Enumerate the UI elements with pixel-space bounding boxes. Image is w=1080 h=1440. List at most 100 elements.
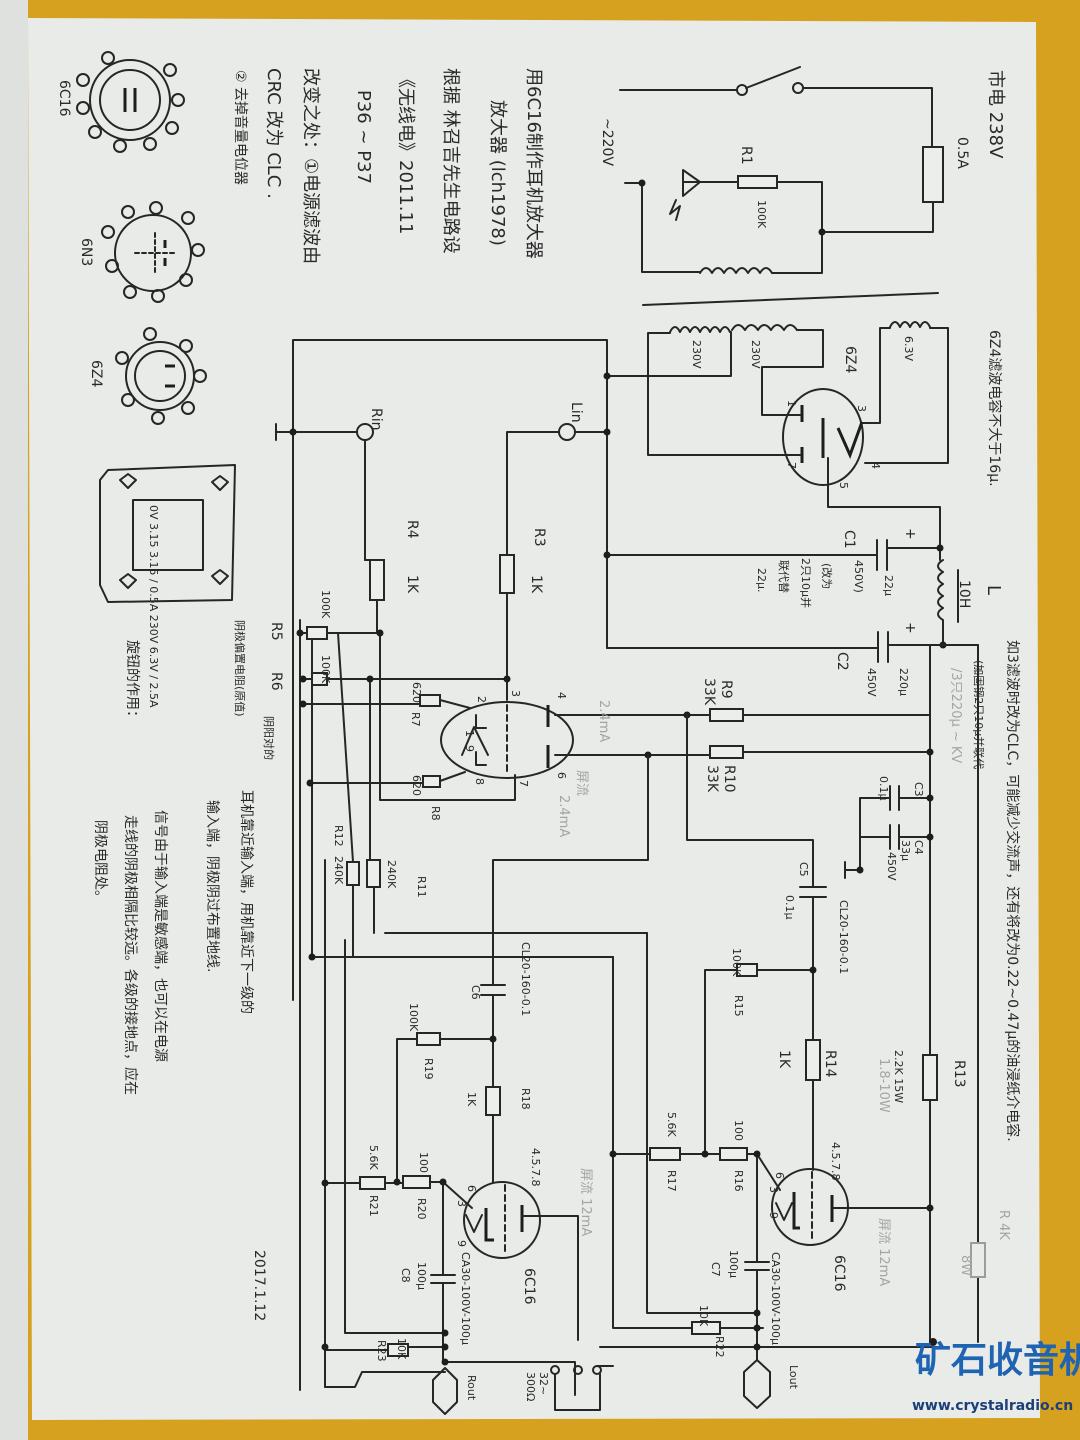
left-tube-pins: 4.5.7.8 [529, 1148, 542, 1186]
mains-circuit [619, 66, 944, 306]
left-tube-pin: 9 [455, 1240, 468, 1247]
capacitor-c2 [606, 631, 979, 1343]
c2-value: 220μ [897, 668, 910, 696]
tube-6c16-left [463, 1181, 541, 1259]
right-tube-label: 6C16 [831, 1255, 847, 1292]
tube1-current-2: 2.4mA [556, 795, 571, 837]
resistor-r6 [311, 672, 328, 686]
tube-socket-6z4-icon [115, 327, 207, 425]
c5-value: 0.1μ [783, 895, 796, 920]
note-line-5: P36 ~ P37 [353, 90, 374, 184]
tube1-pin: 7 [517, 780, 530, 787]
resistor-r22 [691, 1321, 721, 1335]
c2-voltage: 450V [865, 668, 878, 697]
r13-pencil: 1.8-10W [876, 1058, 891, 1113]
ac-input-label: ~220V [599, 118, 615, 166]
pin-label: 3 [855, 405, 868, 412]
c2-plus: + [902, 622, 918, 634]
tube-6n3 [440, 701, 574, 779]
resistor-r16 [719, 1147, 748, 1161]
note-line-4: 《无线电》2011.11 [395, 70, 416, 234]
resistor-r8 [422, 775, 441, 788]
right-output-stage [599, 714, 938, 1409]
headphone-jack-icon [554, 1365, 614, 1411]
mains-voltage-label: 市电 238V [985, 70, 1006, 159]
r13-label: R13 [951, 1060, 967, 1088]
r6-value: 100K [319, 655, 332, 684]
r14-label: R14 [822, 1050, 838, 1078]
r4-label: R4 [404, 520, 420, 539]
r15-label: R15 [732, 995, 745, 1017]
cathode-note-top: 阴阳对的 [262, 716, 276, 760]
left-tube-label: 6C16 [521, 1268, 537, 1305]
fuse-label: 0.5A [954, 137, 970, 169]
rectifier-tube-6z4 [782, 388, 864, 486]
tube1-pin: 9 [463, 745, 476, 752]
bottom-note-4: 信号由于输入端是敏感端，也可以在电源 [152, 810, 169, 1062]
r15-value: 100K [730, 948, 743, 977]
r17-label: R17 [665, 1170, 678, 1192]
c8-label: C8 [399, 1268, 412, 1283]
r17-value: 5.6K [665, 1112, 678, 1137]
resistor-r23 [387, 1343, 409, 1357]
resistor-r15 [736, 963, 758, 977]
r22-label: R22 [713, 1336, 726, 1358]
resistor-r20 [402, 1175, 431, 1189]
resistor-r19 [416, 1032, 441, 1046]
tube1-pin: 4 [555, 692, 568, 699]
r1-value: 100K [755, 200, 768, 229]
tube1-current: 2.4mA [596, 700, 611, 742]
right-tube-current: 屏流 12mA [876, 1218, 891, 1286]
resistor-r1 [737, 175, 778, 189]
c1-label: C1 [841, 530, 857, 549]
pin-label: 4 [869, 462, 882, 469]
c3-label: C3 [912, 782, 925, 797]
rectifier-note: 6Z4滤波电容不大于16μ. [986, 330, 1003, 487]
tube1-pin: 2 [475, 696, 488, 703]
r11-label: R11 [415, 876, 428, 898]
filter-note-2: (加固钢2只10μ并联代 [972, 660, 986, 769]
filter-note: 如3滤波时改为CLC，可能减少交流声，还有将改为0.22~0.47μ的油浸纸介电… [1004, 640, 1021, 1142]
r5-value: 100K [319, 590, 332, 619]
c5-type: CL20-160-0.1 [837, 900, 850, 974]
left-tube-current: 屏流 12mA [578, 1168, 593, 1236]
pin-label: 5 [837, 482, 850, 489]
watermark-logo: 矿石收音机 [915, 1340, 1080, 1381]
section-divider [642, 292, 939, 306]
power-transformer-sketch-icon [99, 464, 236, 603]
bottom-note-6: 阴极电阻处。 [92, 820, 108, 904]
resistor-r12 [346, 861, 360, 886]
r1-label: R1 [738, 146, 754, 165]
bottom-note-1: 耳机靠近输入端，用机靠近下一级的 [238, 790, 254, 1014]
r16-label: R16 [732, 1170, 745, 1192]
transformer-primary-icon [669, 324, 798, 333]
rectifier-tube-label: 6Z4 [842, 346, 858, 373]
r20-value: 100 [417, 1152, 430, 1173]
r13-value: 2.2K 15W [892, 1050, 905, 1103]
resistor-r5 [306, 626, 328, 640]
r11-value: 240K [385, 860, 398, 889]
bottom-note-3: 旋钮的作用： [124, 640, 140, 724]
c4-label: C4 [912, 840, 925, 855]
r18-label: R18 [519, 1088, 532, 1110]
paper-edge-left [0, 0, 28, 1440]
pin-label: 1 [785, 400, 798, 407]
c7-type: CA30-100V-100μ [769, 1252, 782, 1345]
heater-voltage-label: 6.3V [902, 336, 915, 361]
left-tube-pin: 6 [465, 1185, 478, 1192]
transformer-label: 0V 3.15 3.15 / 0.5A 230V 6.3V / 2.5A [147, 505, 160, 708]
r22-value: 10K [697, 1305, 710, 1327]
r9-label: R9 [718, 680, 734, 699]
tube1-pin: 1 [463, 730, 476, 737]
r20-label: R20 [415, 1198, 428, 1220]
filter-note-pencil: /3只220μ ~ KV [948, 668, 963, 763]
r3-value: 1K [528, 575, 544, 594]
r3-label: R3 [531, 528, 547, 547]
socket-label-6n3: 6N3 [78, 238, 94, 266]
right-tube-pin: 6 [773, 1172, 786, 1179]
tube-socket-6n3-icon [101, 201, 205, 303]
headphone-jack-contact [573, 1365, 583, 1375]
resistor-r13 [922, 1054, 938, 1101]
rout-label: Rout [465, 1375, 478, 1401]
